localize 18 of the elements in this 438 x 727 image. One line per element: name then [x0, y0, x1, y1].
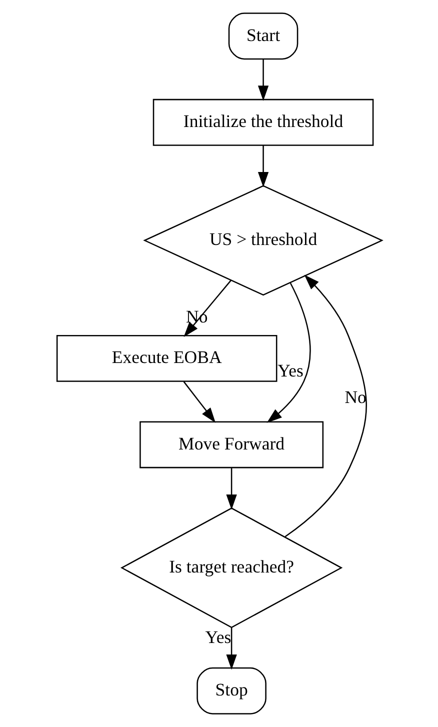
node-box: Stop: [196, 667, 266, 714]
arrow: [226, 468, 236, 510]
node-box: Execute EOBA: [56, 334, 277, 382]
edge-label: No: [344, 386, 366, 407]
node-diamond: US > threshold: [142, 185, 383, 296]
node-box: Start: [228, 12, 298, 60]
edge-label: Yes: [204, 626, 231, 647]
arrow: [182, 381, 216, 423]
arrow: [257, 59, 268, 101]
arrow: [266, 282, 310, 423]
arrow: [284, 274, 366, 538]
node-box: Move Forward: [139, 421, 324, 468]
arrow: [257, 145, 268, 188]
node-box: Initialize the threshold: [152, 98, 374, 146]
node-diamond: Is target reached?: [120, 507, 342, 628]
arrow: [183, 280, 231, 337]
arrow: [226, 628, 236, 670]
edge-label: Yes: [277, 360, 303, 380]
